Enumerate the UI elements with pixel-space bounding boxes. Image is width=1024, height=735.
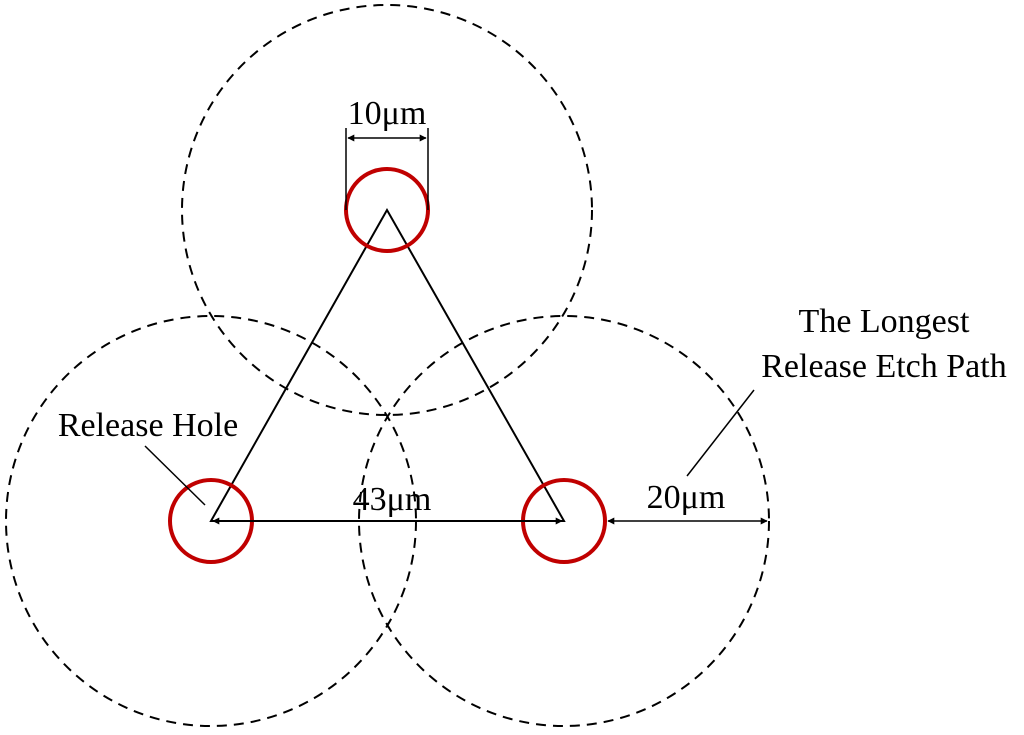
release-hole-label: Release Hole: [58, 407, 238, 444]
longest-path-label-line2: Release Etch Path: [761, 348, 1006, 385]
hole-triangle: [209, 207, 566, 522]
etch-radius-label: 20μm: [647, 479, 726, 516]
etch-zone-right: [358, 315, 770, 727]
etch-zone-top: [181, 4, 593, 416]
longest-path-label-line1: The Longest: [799, 303, 970, 340]
hole-spacing-label: 43μm: [353, 481, 432, 518]
release-hole-leader: [144, 445, 206, 506]
hole-diameter-label: 10μm: [348, 95, 427, 132]
longest-path-leader: [686, 389, 755, 477]
